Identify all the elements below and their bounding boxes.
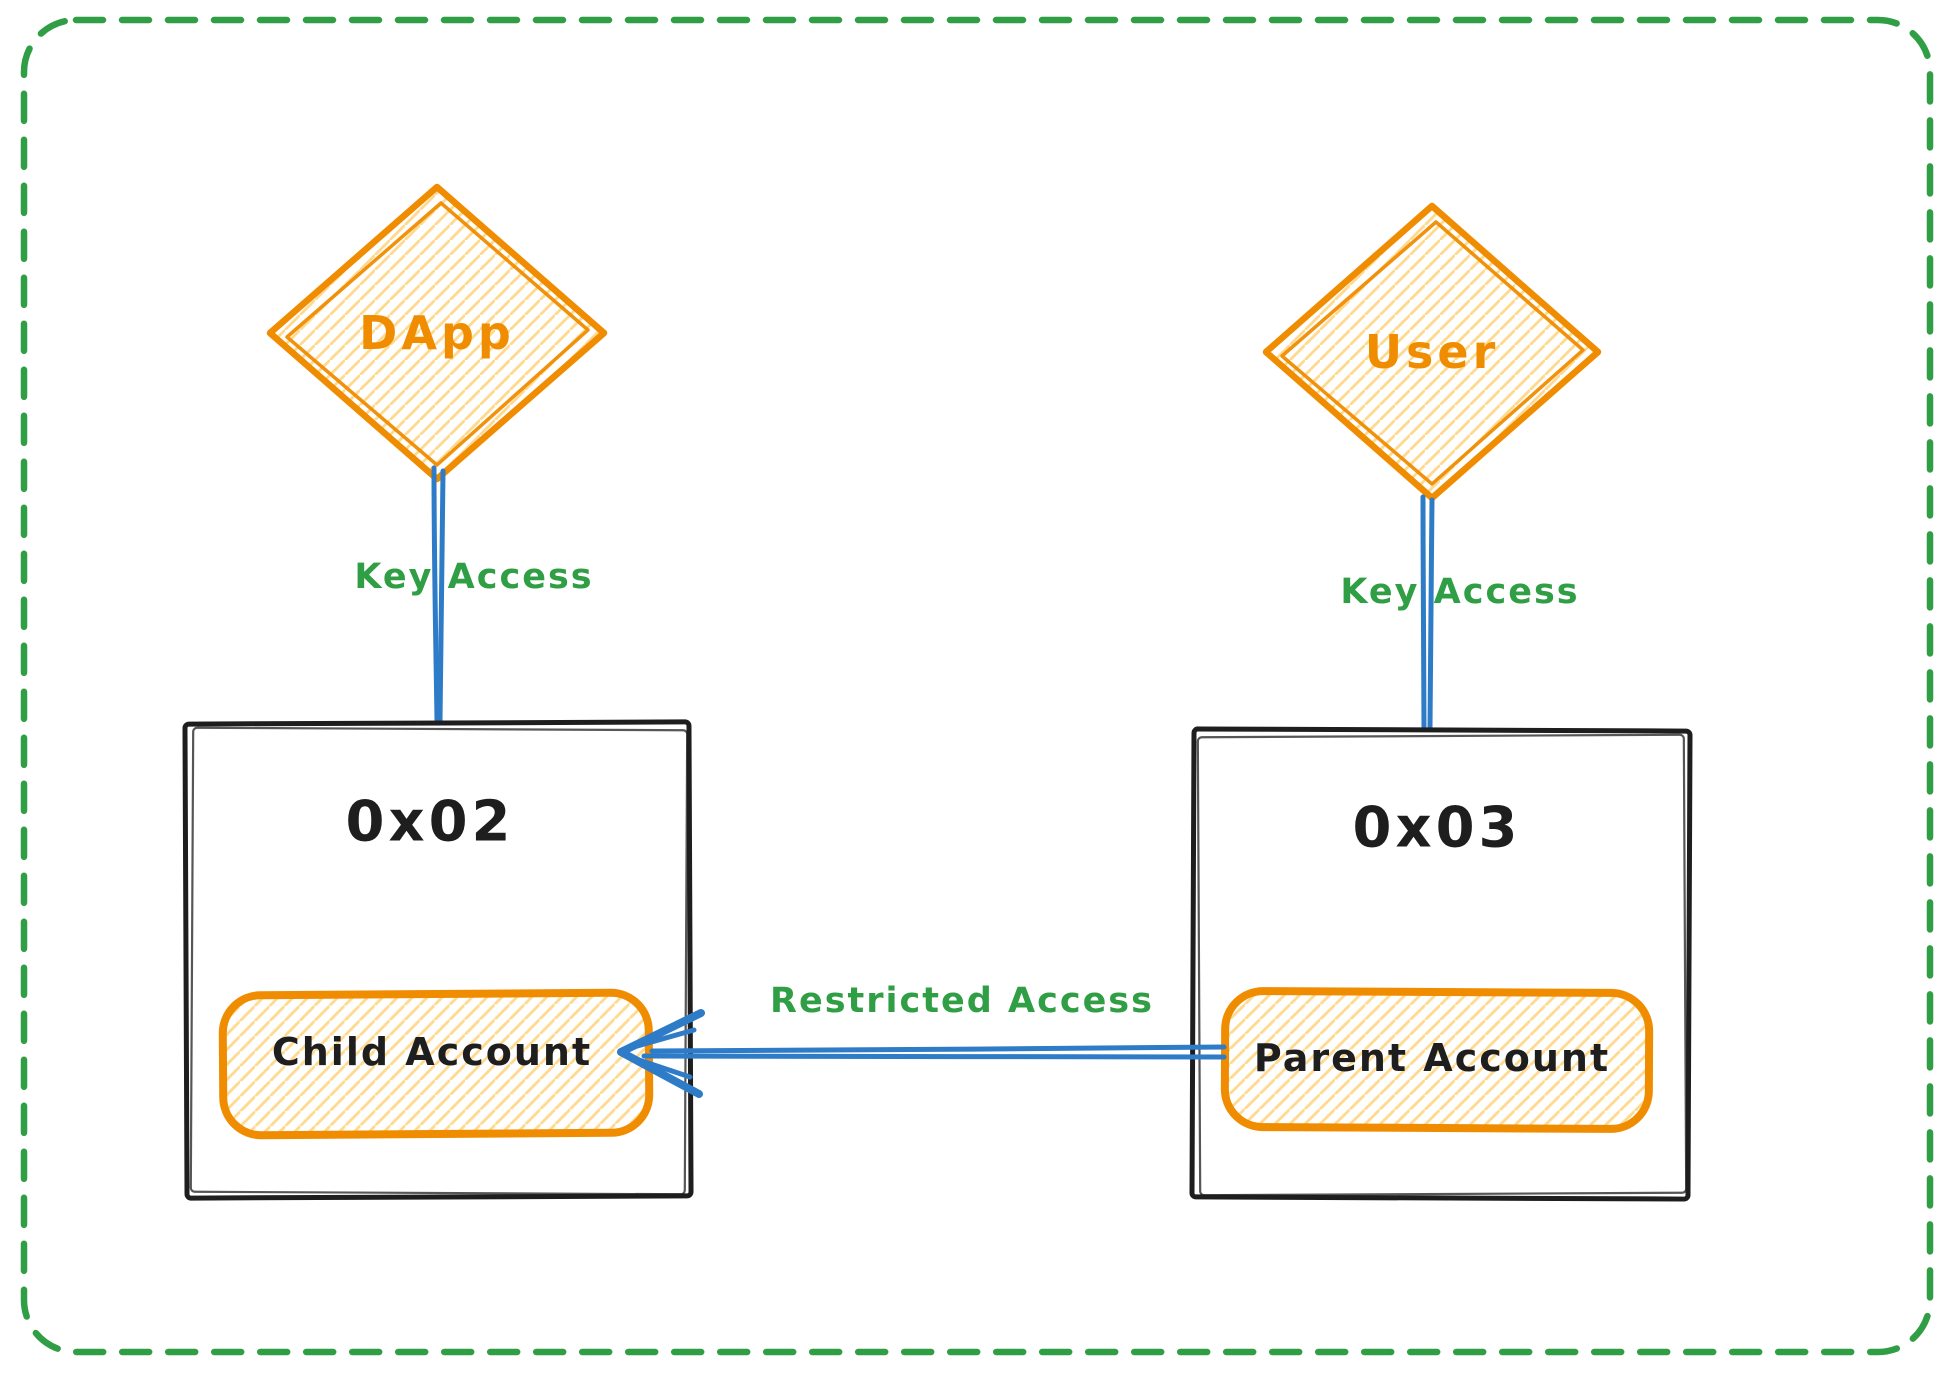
dapp-diamond bbox=[266, 183, 608, 483]
dashed-frame bbox=[20, 16, 1934, 1356]
account-0x03-label: 0x03 bbox=[1352, 795, 1522, 861]
user-label: User bbox=[1364, 325, 1500, 379]
dapp-label: DApp bbox=[359, 306, 515, 360]
dapp-key-access-connector bbox=[431, 465, 446, 724]
account-0x02-label: 0x02 bbox=[345, 789, 515, 855]
key-access-left-label: Key Access bbox=[354, 557, 594, 597]
restricted-access-label: Restricted Access bbox=[770, 981, 1154, 1021]
parent-account-label: Parent Account bbox=[1253, 1036, 1611, 1080]
account-box-0x02 bbox=[182, 719, 694, 1201]
key-access-right-label: Key Access bbox=[1340, 572, 1580, 612]
user-key-access-connector bbox=[1420, 494, 1435, 731]
account-box-0x03 bbox=[1189, 726, 1693, 1202]
restricted-access-arrow bbox=[617, 1009, 1227, 1098]
child-account-label: Child Account bbox=[271, 1030, 593, 1074]
